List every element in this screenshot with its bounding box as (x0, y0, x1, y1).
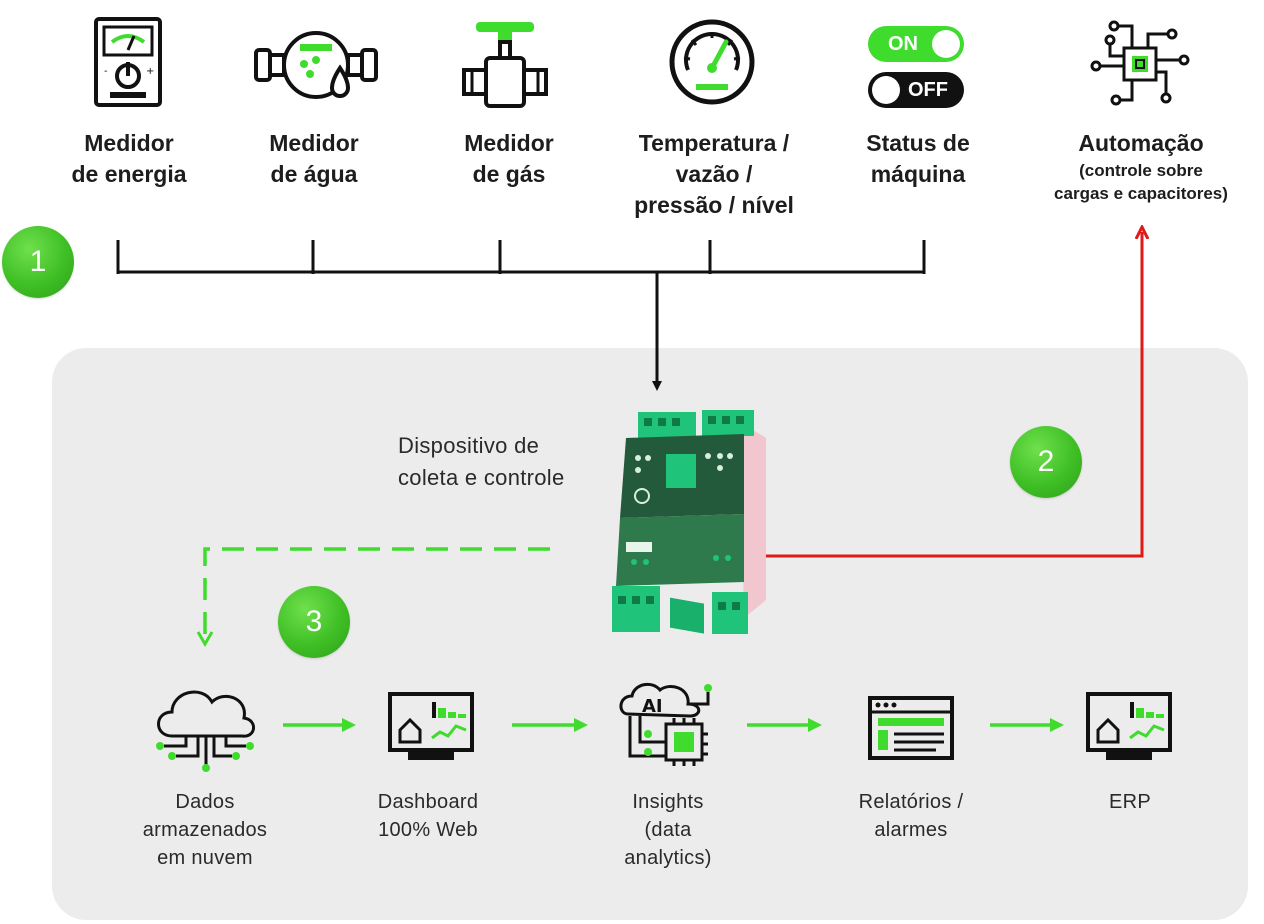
source-bus (116, 240, 926, 391)
on-toggle: ON (868, 26, 964, 62)
step-badge-1: 1 (2, 226, 74, 298)
ai-chip-icon: AI (619, 682, 712, 766)
gas-meter-icon (462, 22, 548, 108)
gauge-icon (669, 19, 755, 105)
cloud-storage-icon (156, 690, 255, 772)
device-label-line-2: coleta e controle (398, 465, 565, 490)
automation-title: Automação (1078, 130, 1204, 156)
off-toggle: OFF (868, 72, 964, 108)
device-label: Dispositivo de coleta e controle (398, 430, 628, 494)
off-toggle-knob (872, 76, 900, 104)
automation-label: Automação (controle sobre cargas e capac… (1026, 128, 1256, 205)
automation-subtitle-2: cargas e capacitores) (1054, 184, 1228, 203)
automation-link (762, 232, 1142, 558)
erp-monitor-icon (1086, 692, 1172, 760)
svg-text:-: - (104, 66, 108, 77)
energy-meter-icon: - + (94, 17, 162, 107)
water-meter-icon (254, 31, 378, 99)
reports-label: Relatórios /alarmes (858, 791, 964, 841)
data-collection-device-icon (612, 410, 766, 634)
automation-chip-icon (1090, 20, 1190, 106)
automation-subtitle-1: (controle sobre (1079, 161, 1203, 180)
svg-text:+: + (146, 66, 154, 77)
step-badge-2: 2 (1010, 426, 1082, 498)
on-toggle-label: ON (888, 33, 918, 55)
on-toggle-knob (932, 30, 960, 58)
erp-label: ERP (1108, 791, 1152, 813)
off-toggle-label: OFF (908, 79, 948, 101)
step-badge-3: 3 (278, 586, 350, 658)
ai-chip-text: AI (642, 696, 663, 717)
gauge-label: Temperatura /vazão /pressão / nível (634, 130, 794, 218)
cloud-link (203, 547, 550, 636)
dashboard-monitor-icon (388, 692, 474, 760)
device-label-line-1: Dispositivo de (398, 433, 540, 458)
report-window-icon (868, 696, 954, 760)
